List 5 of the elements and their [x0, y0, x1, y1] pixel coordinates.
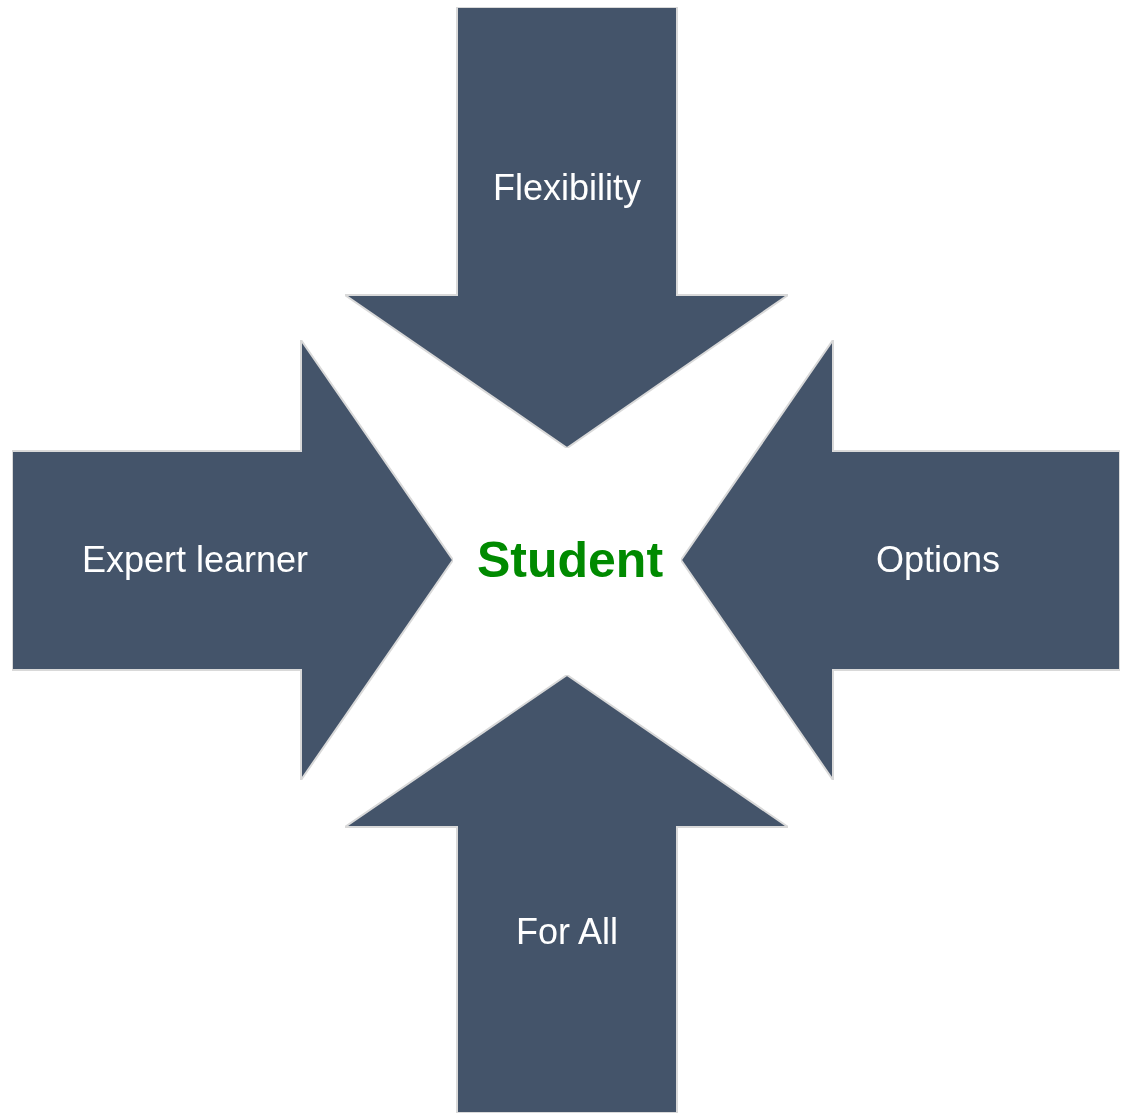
arrow-label: Options — [875, 542, 1001, 578]
arrow-label: Expert learner — [81, 542, 309, 578]
arrow-label: For All — [516, 914, 618, 950]
arrow-label: Flexibility — [493, 170, 641, 206]
center-label: Student — [476, 535, 664, 585]
